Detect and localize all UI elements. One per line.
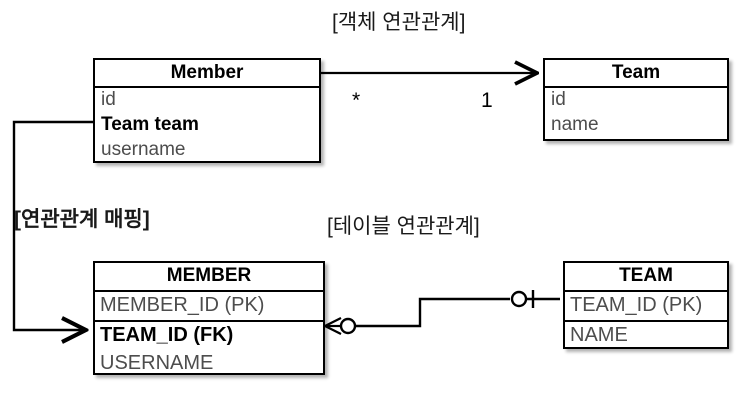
association-mapping-label: [연관관계 매핑] [14,208,150,231]
table-name-team: TEAM [619,265,673,286]
multiplicity-many: * [352,89,361,112]
class-box-member[interactable]: Member id Team team username [93,58,321,163]
class-box-team[interactable]: Team id name [543,58,729,141]
table-team-separator-1 [565,290,727,292]
erd-relationship-line [324,290,560,335]
table-team-separator-2 [565,320,727,322]
multiplicity-one: 1 [481,89,493,112]
table-team-column-name: NAME [570,324,628,346]
table-name-member: MEMBER [166,265,252,286]
table-box-member[interactable]: MEMBER MEMBER_ID (PK) TEAM_ID (FK) USERN… [93,261,325,375]
class-team-field-id: id [551,89,566,110]
table-member-column-member-id: MEMBER_ID (PK) [100,294,265,316]
table-box-team[interactable]: TEAM TEAM_ID (PK) NAME [563,261,729,349]
table-team-column-team-id: TEAM_ID (PK) [570,294,703,316]
table-member-separator-2 [95,320,323,322]
class-member-field-username: username [101,139,186,160]
class-team-separator [545,86,727,88]
class-member-field-team: Team team [101,114,199,135]
crowsfoot-many-symbol [324,317,357,335]
class-member-separator [95,86,319,88]
class-name-member: Member [170,62,244,83]
zero-or-one-symbol [510,290,560,308]
class-member-field-id: id [101,89,116,110]
table-member-separator-1 [95,290,323,292]
object-association-title: [객체 연관관계] [332,11,466,34]
table-member-column-team-id: TEAM_ID (FK) [100,324,234,346]
table-member-column-username: USERNAME [100,352,214,374]
class-name-team: Team [611,62,661,83]
class-team-field-name: name [551,114,599,135]
table-association-title: [테이블 연관관계] [327,215,480,238]
